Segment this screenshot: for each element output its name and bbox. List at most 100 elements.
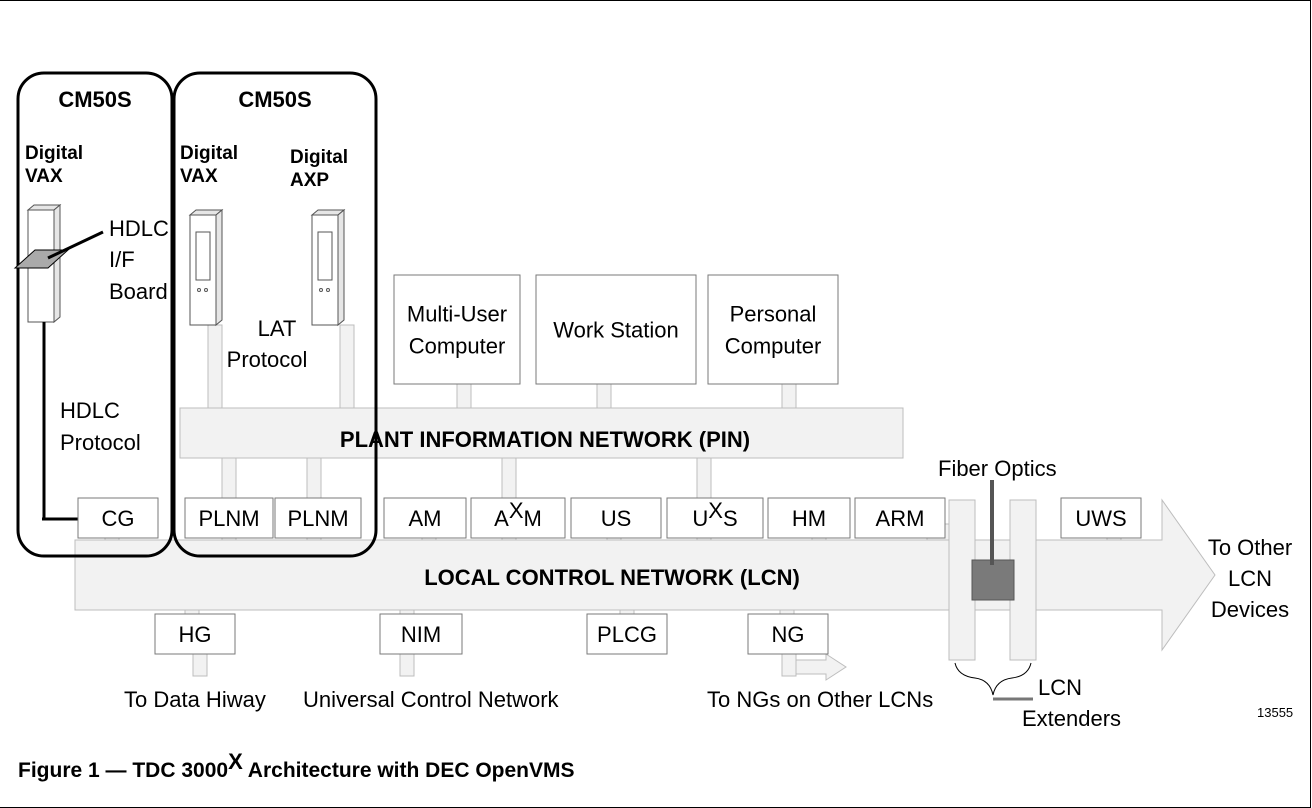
lcn-node-nim-1-label: NIM (401, 622, 441, 647)
pin-connectors (207, 324, 797, 499)
hdlc-protocol-line2: Protocol (60, 430, 141, 455)
digital-vax-2-line1: Digital (180, 143, 238, 164)
lcn-node-cg-0-box (77, 497, 159, 539)
lcn-node-m-4: AXM (470, 497, 566, 539)
lcn-node-arm-8-box (854, 497, 946, 539)
pin-computer-1-line-0: Work Station (553, 318, 679, 343)
pin-computer-0-line-1: Computer (409, 334, 506, 359)
to-other-lcn-line1: To Other (1208, 535, 1292, 560)
lcn-node-ng-3: NG (747, 613, 829, 655)
figure-caption: Figure 1 — TDC 3000X Architecture with D… (18, 749, 575, 782)
lcn-node-nim-1: NIM (379, 613, 463, 655)
cm50s-enclosure-1 (16, 71, 174, 558)
lcn-node-plcg-2-label: PLCG (597, 622, 657, 647)
fiber-optics-block (971, 559, 1015, 601)
lcn-node-m-4-label: AXM (494, 498, 542, 531)
lcn-node-us-5: US (570, 497, 662, 539)
lcn-node-am-3: AM (383, 497, 467, 539)
digital-axp-line1: Digital (290, 147, 348, 168)
digital-axp-line2: AXP (290, 170, 329, 191)
digital-vax-1-line2: VAX (25, 166, 63, 187)
lcn-node-m-4-box (470, 497, 566, 539)
lcn-node-plnm-1-box (184, 497, 274, 539)
lcn-node-hg-0-label: HG (179, 622, 212, 647)
lcn-node-ng-3-box (747, 613, 829, 655)
lcn-node-uws-9: UWS (1060, 497, 1142, 539)
lcn-top-nodes: CG PLNM PLNM AM AXM US UXS HM ARM UWS (77, 497, 1142, 539)
lcn-title: LOCAL CONTROL NETWORK (LCN) (424, 565, 800, 590)
lcn-node-plnm-2: PLNM (274, 497, 362, 539)
cm50s-title-1: CM50S (58, 87, 131, 112)
lcn-node-us-5-label: US (601, 506, 632, 531)
caption-suffix: Architecture with DEC OpenVMS (243, 759, 575, 782)
lcn-extenders-line1: LCN (1038, 675, 1082, 700)
digital-vax-1-line1: Digital (25, 143, 83, 164)
to-ngs-label: To NGs on Other LCNs (707, 687, 933, 712)
pin-computer-2-box (707, 274, 839, 385)
pin-computer-2-line-0: Personal (730, 302, 817, 327)
lcn-extenders-line2: Extenders (1022, 706, 1121, 731)
to-other-lcn-line2: LCN (1228, 566, 1272, 591)
lcn-node-s-6-box (666, 497, 764, 539)
lcn-node-us-5-box (570, 497, 662, 539)
figure-number: 13555 (1257, 705, 1293, 720)
fiber-optics-label: Fiber Optics (938, 456, 1057, 481)
lcn-node-ng-3-label: NG (772, 622, 805, 647)
ng-side-arrow (795, 653, 847, 681)
lcn-node-arm-8: ARM (854, 497, 946, 539)
lcn-node-plnm-2-box (274, 497, 362, 539)
pin-title: PLANT INFORMATION NETWORK (PIN) (340, 427, 750, 452)
universal-control-network-label: Universal Control Network (303, 687, 560, 712)
hdlc-board-line2: I/F (109, 247, 135, 272)
lcn-node-hm-7-label: HM (792, 506, 826, 531)
digital-vax-2-line2: VAX (180, 166, 218, 187)
extender-brace (954, 662, 1032, 696)
lcn-node-plcg-2-box (586, 613, 668, 655)
lcn-node-uws-9-box (1060, 497, 1142, 539)
lat-protocol-line1: LAT (258, 316, 297, 341)
lcn-node-hm-7: HM (767, 497, 851, 539)
lcn-node-nim-1-box (379, 613, 463, 655)
lcn-extender-pillars (948, 499, 1037, 661)
cm50s-enclosure-2 (172, 71, 378, 558)
lcn-node-arm-8-label: ARM (876, 506, 925, 531)
lcn-node-uws-9-label: UWS (1075, 506, 1126, 531)
caption-prefix: Figure 1 — TDC 3000 (18, 759, 228, 782)
cm50s-title-2: CM50S (238, 87, 311, 112)
pin-computer-0-box (393, 274, 521, 385)
lcn-bottom-nodes: HG NIM PLCG NG (154, 613, 829, 655)
lcn-node-am-3-box (383, 497, 467, 539)
lcn-node-am-3-label: AM (409, 506, 442, 531)
lcn-node-plnm-1-label: PLNM (198, 506, 259, 531)
pin-computer-1-box (535, 274, 697, 385)
lat-protocol-line2: Protocol (227, 347, 308, 372)
pin-network-bar (179, 407, 904, 459)
lcn-node-hg-0-box (154, 613, 236, 655)
vax-tower-2 (188, 208, 224, 327)
lcn-node-plcg-2: PLCG (586, 613, 668, 655)
lcn-node-hm-7-box (767, 497, 851, 539)
lcn-node-s-6-label: UXS (692, 498, 737, 531)
hdlc-board-line3: Board (109, 279, 168, 304)
vax-tower-1 (13, 203, 104, 324)
caption-superscript: X (228, 749, 243, 774)
pin-computer-0-line-0: Multi-User (407, 302, 507, 327)
hdlc-protocol-line1: HDLC (60, 398, 120, 423)
lcn-node-cg-0-label: CG (102, 506, 135, 531)
lcn-network-arrow (74, 498, 1216, 652)
lcn-node-hg-0: HG (154, 613, 236, 655)
axp-tower (310, 208, 346, 327)
lcn-node-s-6: UXS (666, 497, 764, 539)
lcn-node-plnm-1: PLNM (184, 497, 274, 539)
hdlc-board-line1: HDLC (109, 216, 169, 241)
lcn-node-cg-0: CG (77, 497, 159, 539)
to-other-lcn-line3: Devices (1211, 597, 1289, 622)
pin-computer-1: Work Station (535, 274, 697, 385)
lcn-node-plnm-2-label: PLNM (287, 506, 348, 531)
pin-computer-2-line-1: Computer (725, 334, 822, 359)
to-data-hiway-label: To Data Hiway (124, 687, 266, 712)
